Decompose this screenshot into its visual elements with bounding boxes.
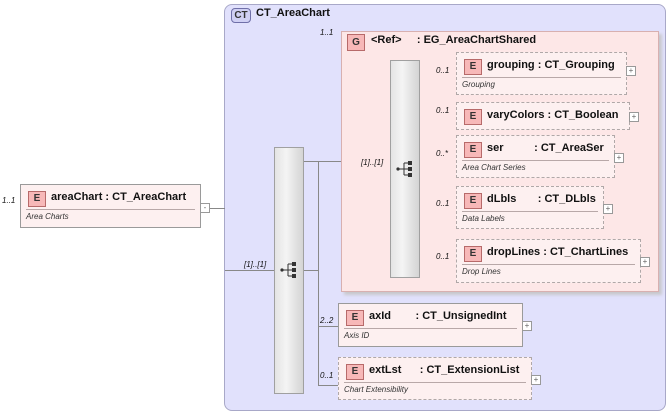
sequence-icon <box>280 262 296 278</box>
element-badge: E <box>464 109 482 125</box>
outer-sequence-cardinality: [1]..[1] <box>244 260 267 269</box>
divider <box>462 77 621 78</box>
connector <box>303 270 319 271</box>
element-badge: E <box>346 310 364 326</box>
root-element-areaChart[interactable]: E areaChart : CT_AreaChart Area Charts <box>20 184 201 228</box>
element-name: dropLines : CT_ChartLines <box>487 246 629 258</box>
group-badge: G <box>347 34 365 51</box>
element-doc: Data Labels <box>462 214 505 223</box>
element-name: extLst : CT_ExtensionList <box>369 364 520 376</box>
element-name: ser : CT_AreaSer <box>487 142 604 154</box>
divider <box>462 264 635 265</box>
complex-type-title: CT_AreaChart <box>256 7 330 19</box>
connector <box>318 161 319 386</box>
element-dLbls[interactable]: E dLbls : CT_DLbls Data Labels <box>456 186 604 229</box>
divider <box>462 211 598 212</box>
divider <box>26 209 195 210</box>
element-grouping[interactable]: E grouping : CT_Grouping Grouping <box>456 52 627 95</box>
inner-sequence-cardinality: [1]..[1] <box>361 158 384 167</box>
dLbls-cardinality: 0..1 <box>436 199 450 208</box>
element-badge: E <box>464 246 482 262</box>
expand-icon[interactable]: + <box>522 321 532 331</box>
extLst-cardinality: 0..1 <box>320 371 334 380</box>
element-doc: Area Chart Series <box>462 163 526 172</box>
expand-icon[interactable]: + <box>531 375 541 385</box>
element-name: varyColors : CT_Boolean <box>487 109 619 121</box>
expand-icon[interactable]: + <box>629 112 639 122</box>
element-extLst[interactable]: E extLst : CT_ExtensionList Chart Extens… <box>338 357 532 400</box>
divider <box>462 160 609 161</box>
sequence-icon <box>396 161 412 177</box>
connector <box>318 385 339 386</box>
root-element-name: areaChart : CT_AreaChart <box>51 191 187 203</box>
element-badge: E <box>28 191 46 207</box>
expand-icon[interactable]: + <box>603 204 613 214</box>
element-doc: Axis ID <box>344 331 370 340</box>
divider <box>344 382 526 383</box>
group-title: <Ref> : EG_AreaChartShared <box>371 34 537 46</box>
element-dropLines[interactable]: E dropLines : CT_ChartLines Drop Lines <box>456 239 641 283</box>
element-doc: Drop Lines <box>462 267 501 276</box>
element-name: dLbls : CT_DLbls <box>487 193 596 205</box>
group-cardinality: 1..1 <box>320 28 334 37</box>
element-badge: E <box>464 59 482 75</box>
element-doc: Chart Extensibility <box>344 385 409 394</box>
varyColors-cardinality: 0..1 <box>436 106 450 115</box>
root-element-doc: Area Charts <box>26 212 69 221</box>
expand-icon[interactable]: + <box>614 153 624 163</box>
expand-icon[interactable]: + <box>640 257 650 267</box>
connector <box>225 270 274 271</box>
axId-cardinality: 2..2 <box>320 316 334 325</box>
divider <box>344 328 517 329</box>
connector <box>208 208 225 209</box>
element-axId[interactable]: E axId : CT_UnsignedInt Axis ID <box>338 303 523 347</box>
element-badge: E <box>346 364 364 380</box>
element-doc: Grouping <box>462 80 495 89</box>
connector <box>318 326 339 327</box>
element-badge: E <box>464 193 482 209</box>
complex-type-badge: CT <box>231 8 251 23</box>
collapse-icon[interactable]: - <box>200 203 210 213</box>
element-varyColors[interactable]: E varyColors : CT_Boolean <box>456 102 630 130</box>
element-name: axId : CT_UnsignedInt <box>369 310 507 322</box>
element-name: grouping : CT_Grouping <box>487 59 615 71</box>
connector <box>303 161 341 162</box>
expand-icon[interactable]: + <box>626 66 636 76</box>
grouping-cardinality: 0..1 <box>436 66 450 75</box>
element-badge: E <box>464 142 482 158</box>
root-cardinality: 1..1 <box>2 196 16 205</box>
dropLines-cardinality: 0..1 <box>436 252 450 261</box>
element-ser[interactable]: E ser : CT_AreaSer Area Chart Series <box>456 135 615 178</box>
ser-cardinality: 0..* <box>436 149 449 158</box>
